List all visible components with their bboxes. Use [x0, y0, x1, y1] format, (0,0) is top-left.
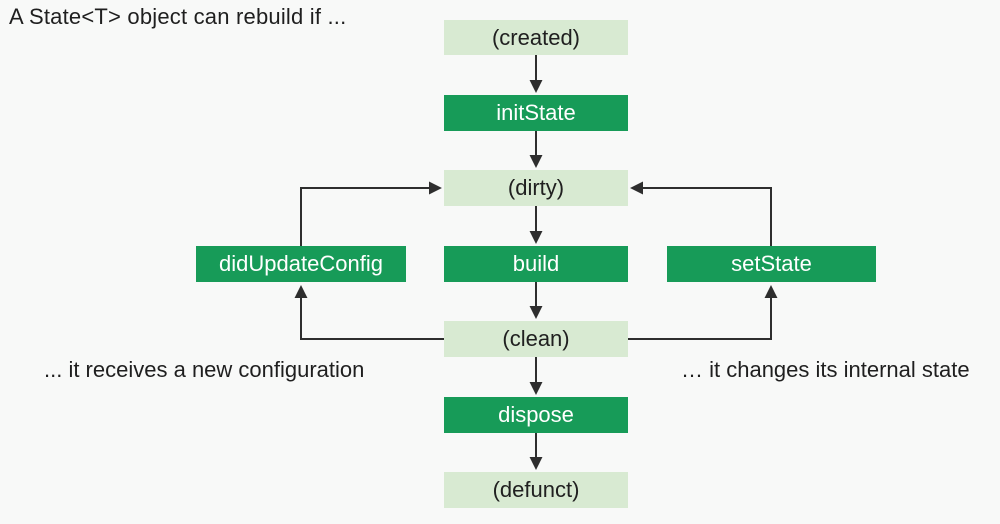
node-created: (created)	[444, 20, 628, 55]
arrow-clean-to-didupdateconfig	[294, 285, 444, 340]
node-initstate: initState	[444, 95, 628, 131]
arrow-didupdateconfig-to-dirty	[300, 181, 442, 246]
arrow-setstate-to-dirty	[630, 181, 772, 246]
node-setstate: setState	[667, 246, 876, 282]
node-didupdateconfig: didUpdateConfig	[196, 246, 406, 282]
node-dispose: dispose	[444, 397, 628, 433]
arrow-clean-to-setstate	[628, 285, 778, 340]
node-defunct: (defunct)	[444, 472, 628, 508]
node-dirty: (dirty)	[444, 170, 628, 206]
node-clean: (clean)	[444, 321, 628, 357]
caption-internal-state: … it changes its internal state	[681, 357, 970, 382]
caption-new-configuration: ... it receives a new configuration	[44, 357, 365, 382]
node-build: build	[444, 246, 628, 282]
diagram-title: A State<T> object can rebuild if ...	[9, 4, 347, 29]
